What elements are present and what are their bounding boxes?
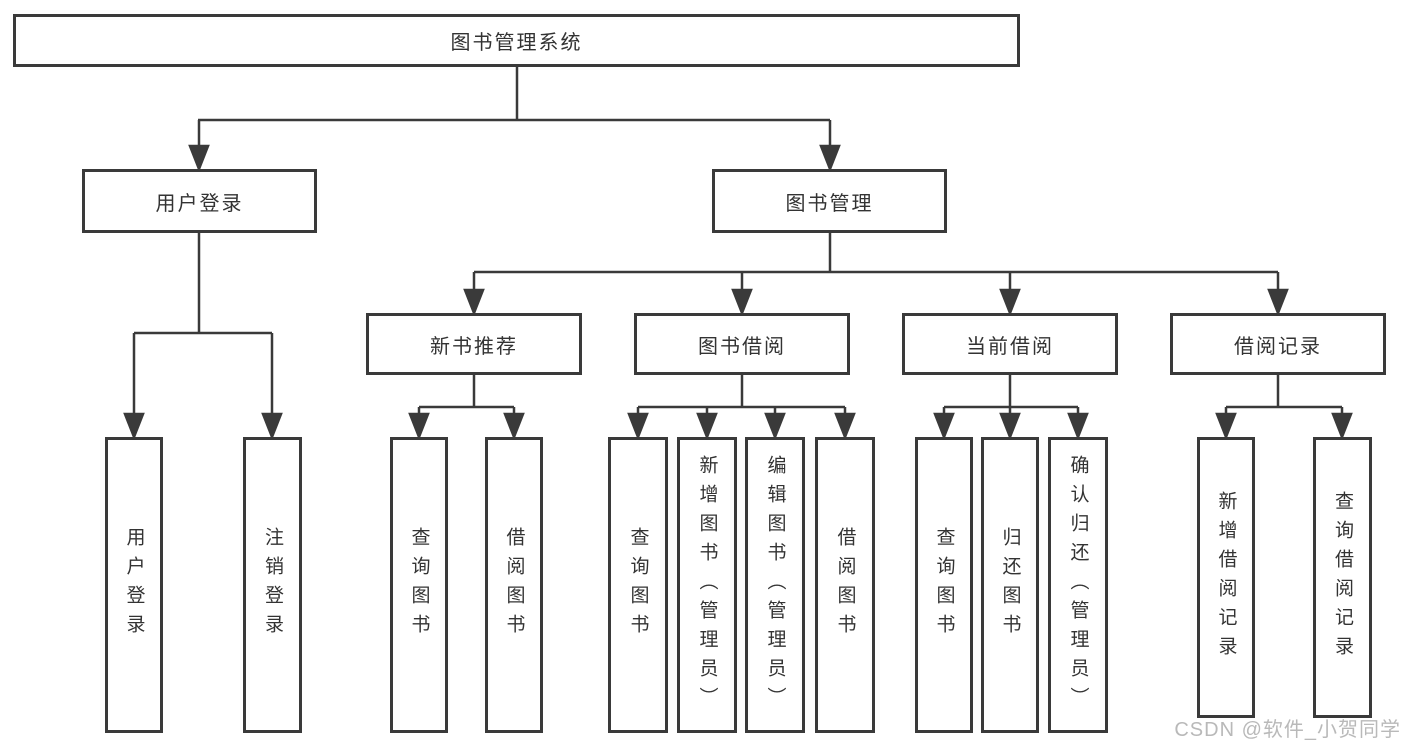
node-label: 用户登录 <box>123 527 145 643</box>
leaf-query-borrow-record: 查询借阅记录 <box>1313 437 1372 718</box>
node-label: 归还图书 <box>999 527 1021 643</box>
node-label: 图书管理 <box>785 192 874 215</box>
node-user-login-group: 用户登录 <box>82 169 317 233</box>
node-label: 注销登录 <box>262 527 283 643</box>
node-label: 新增图书（管理员） <box>696 454 718 716</box>
node-label: 当前借阅 <box>966 335 1054 358</box>
leaf-borrow-books-1: 借阅图书 <box>485 437 543 733</box>
leaf-return-books: 归还图书 <box>981 437 1039 733</box>
node-library-management-system: 图书管理系统 <box>13 14 1020 67</box>
leaf-borrow-books-2: 借阅图书 <box>815 437 875 733</box>
node-label: 查询图书 <box>627 527 649 643</box>
leaf-confirm-return-admin: 确认归还（管理员） <box>1048 437 1108 733</box>
leaf-add-books-admin: 新增图书（管理员） <box>677 437 737 733</box>
node-label: 借阅图书 <box>503 527 525 643</box>
node-label: 图书借阅 <box>698 335 786 358</box>
leaf-user-login: 用户登录 <box>105 437 163 733</box>
node-label: 编辑图书（管理员） <box>764 454 786 716</box>
leaf-query-books-1: 查询图书 <box>390 437 448 733</box>
node-label: 借阅图书 <box>834 527 856 643</box>
node-new-book-recommendation: 新书推荐 <box>366 313 582 375</box>
node-label: 查询图书 <box>408 527 430 643</box>
node-label: 新书推荐 <box>430 335 518 358</box>
node-label: 新增借阅记录 <box>1215 490 1237 665</box>
leaf-add-borrow-record: 新增借阅记录 <box>1197 437 1255 718</box>
node-label: 借阅记录 <box>1234 335 1322 358</box>
node-label: 确认归还（管理员） <box>1067 454 1089 716</box>
leaf-edit-books-admin: 编辑图书（管理员） <box>745 437 805 733</box>
leaf-query-books-3: 查询图书 <box>915 437 973 733</box>
node-book-borrowing: 图书借阅 <box>634 313 850 375</box>
node-label: 图书管理系统 <box>450 32 583 54</box>
leaf-query-books-2: 查询图书 <box>608 437 668 733</box>
node-borrowing-records: 借阅记录 <box>1170 313 1386 375</box>
node-label: 查询图书 <box>933 527 955 643</box>
node-current-borrowing: 当前借阅 <box>902 313 1118 375</box>
node-label: 查询借阅记录 <box>1332 490 1353 665</box>
node-book-management: 图书管理 <box>712 169 947 233</box>
csdn-watermark: CSDN @软件_小贺同学 <box>1174 719 1401 741</box>
leaf-logout: 注销登录 <box>243 437 302 733</box>
node-label: 用户登录 <box>155 192 244 215</box>
